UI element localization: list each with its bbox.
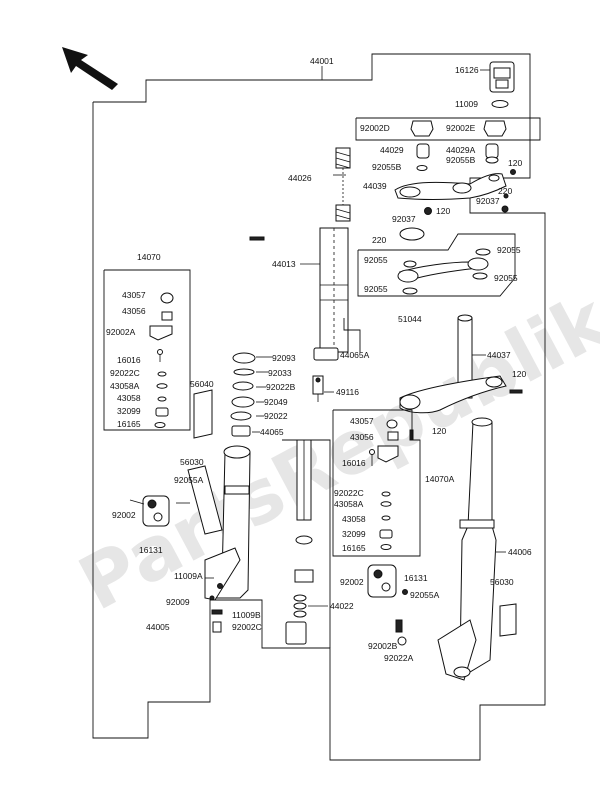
label-44037: 44037 bbox=[487, 350, 511, 360]
part-16131-caliper-left bbox=[129, 495, 170, 527]
label-92002b: 92002B bbox=[368, 641, 398, 651]
label-92002c: 92002C bbox=[232, 622, 262, 632]
label-44029: 44029 bbox=[380, 145, 404, 155]
label-220-b: 220 bbox=[372, 235, 386, 245]
part-44039-upper-bracket bbox=[394, 173, 507, 200]
part-44029a-damper bbox=[485, 143, 499, 159]
label-43057-a: 43057 bbox=[122, 290, 146, 300]
part-56040-decal bbox=[193, 389, 213, 439]
label-32099-b: 32099 bbox=[342, 529, 366, 539]
label-92037-left: 92037 bbox=[392, 214, 416, 224]
label-56040: 56040 bbox=[190, 379, 214, 389]
label-44039: 44039 bbox=[363, 181, 387, 191]
label-92055a-b: 92055A bbox=[410, 590, 440, 600]
label-16126: 16126 bbox=[455, 65, 479, 75]
assembly-frame-44001 bbox=[92, 53, 546, 761]
label-44006: 44006 bbox=[508, 547, 532, 557]
label-43057-b: 43057 bbox=[350, 416, 374, 426]
part-56030-decal-left bbox=[187, 465, 223, 535]
label-92093: 92093 bbox=[272, 353, 296, 363]
label-16165-b: 16165 bbox=[342, 543, 366, 553]
label-56030-b: 56030 bbox=[490, 577, 514, 587]
part-51044-cable-clamp bbox=[397, 248, 491, 295]
label-92033: 92033 bbox=[268, 368, 292, 378]
label-92022b: 92022B bbox=[266, 382, 296, 392]
label-92055-c: 92055 bbox=[494, 273, 518, 283]
label-16016-a: 16016 bbox=[117, 355, 141, 365]
label-120-b: 120 bbox=[436, 206, 450, 216]
part-16126-cap bbox=[480, 61, 515, 93]
label-11009: 11009 bbox=[455, 99, 478, 109]
label-120-c: 120 bbox=[512, 369, 526, 379]
label-49116: 49116 bbox=[336, 387, 359, 397]
label-43058-a: 43058 bbox=[117, 393, 141, 403]
label-16016-b: 16016 bbox=[342, 458, 366, 468]
label-92055b-right: 92055B bbox=[446, 155, 476, 165]
label-43056-b: 43056 bbox=[350, 432, 374, 442]
label-16131-a: 16131 bbox=[139, 545, 163, 555]
part-44013-fork-tube bbox=[319, 227, 349, 353]
label-44065: 44065 bbox=[260, 427, 284, 437]
part-44026-spring bbox=[335, 147, 351, 222]
label-43058a-b: 43058A bbox=[334, 499, 364, 509]
part-49116-valve bbox=[312, 375, 324, 402]
label-44013: 44013 bbox=[272, 259, 296, 269]
label-92002a-a: 92002A bbox=[106, 327, 136, 337]
label-92055a-a: 92055A bbox=[174, 475, 204, 485]
label-43056-a: 43056 bbox=[122, 306, 146, 316]
label-44022: 44022 bbox=[330, 601, 354, 611]
label-92055-a: 92055 bbox=[497, 245, 521, 255]
part-44029-damper bbox=[416, 143, 430, 159]
part-44022-damper-rod bbox=[285, 439, 314, 645]
label-92049: 92049 bbox=[264, 397, 288, 407]
label-120-a: 120 bbox=[508, 158, 522, 168]
label-14070: 14070 bbox=[137, 252, 161, 262]
label-92055-d: 92055 bbox=[364, 284, 388, 294]
label-16131-b: 16131 bbox=[404, 573, 428, 583]
part-14070a-kit-right bbox=[369, 419, 399, 550]
label-92022c-b: 92022C bbox=[334, 488, 364, 498]
part-44005-left-slider bbox=[204, 445, 251, 601]
label-43058-b: 43058 bbox=[342, 514, 366, 524]
label-92002-b: 92002 bbox=[340, 577, 364, 587]
label-220-a: 220 bbox=[498, 186, 512, 196]
label-92055-b: 92055 bbox=[364, 255, 388, 265]
label-92037-right: 92037 bbox=[476, 196, 500, 206]
part-11009-washer bbox=[491, 100, 509, 108]
label-43058a-a: 43058A bbox=[110, 381, 140, 391]
label-32099-a: 32099 bbox=[117, 406, 141, 416]
part-92002d-nut bbox=[410, 120, 434, 137]
label-92022a: 92022A bbox=[384, 653, 414, 663]
part-44065a-collar bbox=[313, 347, 339, 361]
label-92009: 92009 bbox=[166, 597, 190, 607]
label-44005: 44005 bbox=[146, 622, 170, 632]
part-92002e-nut bbox=[483, 120, 507, 137]
label-44065a: 44065A bbox=[340, 350, 370, 360]
label-92022: 92022 bbox=[264, 411, 288, 421]
label-92002d: 92002D bbox=[360, 123, 390, 133]
label-16165-a: 16165 bbox=[117, 419, 141, 429]
part-44006-right-slider bbox=[437, 417, 497, 681]
label-92055b-left: 92055B bbox=[372, 162, 402, 172]
label-51044: 51044 bbox=[398, 314, 422, 324]
label-92022c-a: 92022C bbox=[110, 368, 140, 378]
part-56030-decal-right bbox=[499, 603, 517, 637]
label-120-d: 120 bbox=[432, 426, 446, 436]
label-44029a: 44029A bbox=[446, 145, 476, 155]
part-14070-kit-left bbox=[149, 292, 174, 428]
label-11009b: 11009B bbox=[232, 610, 261, 620]
label-92002-a: 92002 bbox=[112, 510, 136, 520]
label-44001: 44001 bbox=[310, 56, 334, 66]
label-44026: 44026 bbox=[288, 173, 312, 183]
part-92093-seal-stack bbox=[230, 352, 256, 437]
part-44037-steering-stem bbox=[399, 314, 507, 414]
part-16131-caliper-right bbox=[367, 564, 397, 598]
label-14070a: 14070A bbox=[425, 474, 455, 484]
label-56030-a: 56030 bbox=[180, 457, 204, 467]
label-11009a: 11009A bbox=[174, 571, 203, 581]
label-92002e: 92002E bbox=[446, 123, 476, 133]
front-direction-arrow-icon bbox=[62, 47, 118, 90]
